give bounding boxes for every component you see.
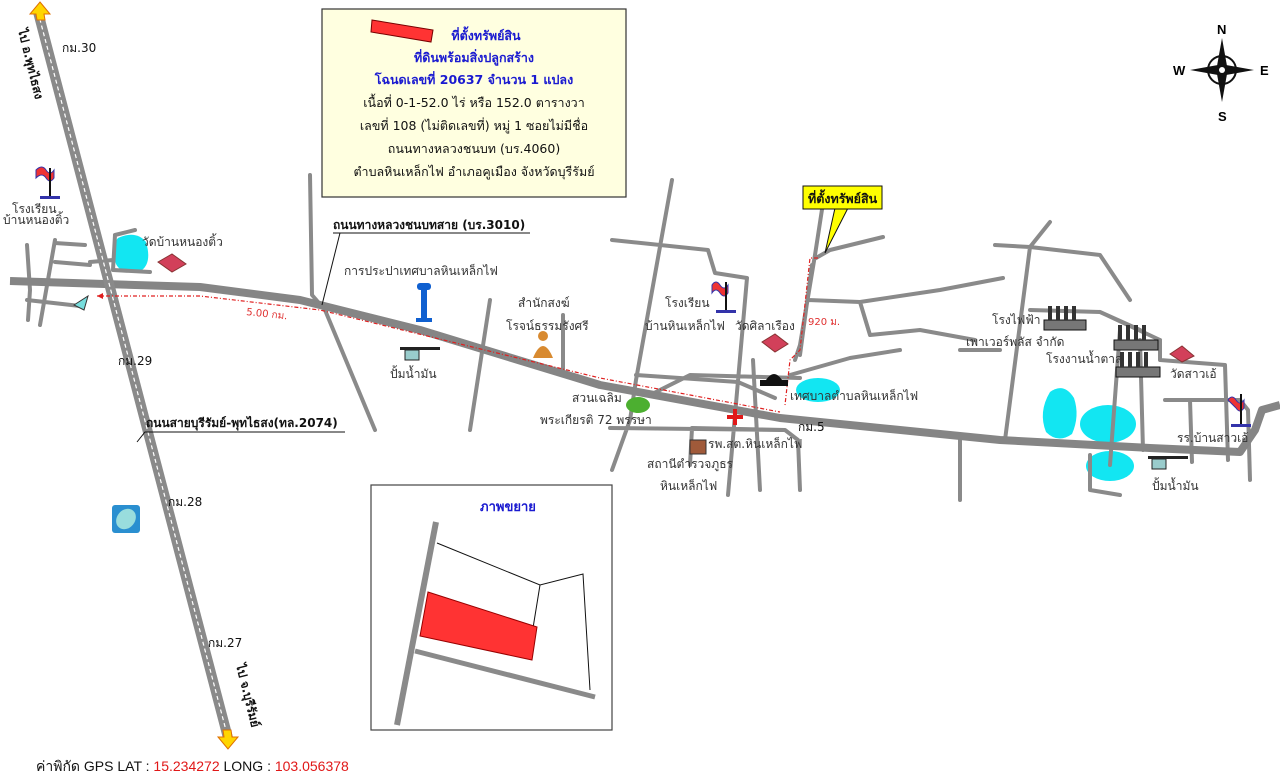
factory-icon [1043, 306, 1087, 331]
park-icon [626, 397, 650, 413]
callout-label: ที่ตั้งทรัพย์สิน [808, 189, 878, 206]
place-label: สถานีตำรวจภูธร [647, 457, 734, 472]
gps-coordinates: ค่าพิกัด GPS LAT : 15.234272 LONG : 103.… [36, 756, 349, 778]
road-label: ถนนสายบุรีรัมย์-พุทไธสง(ทล.2074) [146, 415, 338, 431]
property-parcel [419, 591, 538, 661]
route-main [97, 295, 781, 413]
legend-line: ถนนทางหลวงชนบท (บร.4060) [388, 141, 560, 156]
police-icon [689, 439, 707, 455]
school-flag-icon [711, 281, 736, 313]
place-label: ปั้มน้ำมัน [1152, 477, 1199, 493]
place-label: บ้านหนองติ้ว [3, 211, 69, 227]
temple-icon [1169, 345, 1195, 363]
legend-line: เนื้อที่ 0-1-52.0 ไร่ หรือ 152.0 ตารางวา [363, 93, 584, 110]
factory-icon [1115, 352, 1161, 378]
place-label: เพาเวอร์พลัส จำกัด [966, 335, 1064, 349]
distance-label: 5.00 กม. [246, 307, 288, 322]
place-label: วัดศิลาเรือง [735, 319, 795, 333]
place-label: ปั้มน้ำมัน [390, 365, 437, 381]
place-label: สำนักสงฆ์ [518, 296, 570, 310]
lake [113, 234, 149, 272]
distance-label: 920 ม. [808, 317, 840, 328]
direction-label: ไป จ.บุรีรัมย์ [232, 660, 264, 729]
junction-marker-icon [72, 294, 89, 311]
legend-line: ตำบลหินเหล็กไฟ อำเภอคูเมือง จังหวัดบุรีร… [353, 164, 594, 180]
km-marker: กม.29 [118, 354, 152, 368]
road-label: ถนนทางหลวงชนบทสาย (บร.3010) [333, 218, 525, 232]
gps-long: 103.056378 [274, 758, 349, 774]
compass-s: S [1218, 109, 1227, 124]
leader-line [321, 232, 341, 306]
compass-icon: N S W E [1173, 22, 1269, 124]
place-label: รร.บ้านสาวเอ้ [1177, 431, 1248, 445]
km-markers: กม.30 กม.29 กม.28 กม.27 กม.5 [62, 41, 825, 650]
local-roads [25, 173, 1252, 502]
temple-icon [157, 253, 187, 273]
place-label: สวนเฉลิม [572, 391, 622, 405]
place-label: วัดบ้านหนองติ้ว [142, 233, 223, 249]
parcel-icon [370, 19, 434, 43]
km-marker: กม.5 [798, 420, 825, 434]
gps-long-label: LONG : [223, 758, 271, 774]
compass-n: N [1217, 22, 1226, 37]
place-label: พระเกียรติ 72 พรรษา [540, 413, 652, 427]
lake [1042, 388, 1077, 439]
place-label: วัดสาวเอ้ [1170, 367, 1217, 381]
lake [796, 378, 840, 402]
km-marker: กม.28 [168, 495, 202, 509]
buddha-icon [533, 331, 553, 358]
place-label: การประปาเทศบาลหินเหล็กไฟ [344, 263, 498, 278]
school-flag-icon [1227, 394, 1251, 427]
gps-label: ค่าพิกัด GPS LAT : [36, 758, 150, 774]
lake [1080, 405, 1136, 443]
place-label: โรงไฟฟ้า [992, 313, 1041, 327]
school-flag-icon [35, 166, 60, 199]
place-label: โรจน์ธรรมรังศรี [506, 319, 589, 333]
legend-title: ที่ตั้งทรัพย์สิน [451, 26, 521, 43]
property-callout: ที่ตั้งทรัพย์สิน [802, 185, 883, 254]
place-label: บ้านหินเหล็กไฟ [645, 318, 725, 333]
km-marker: กม.27 [208, 636, 242, 650]
hospital-cross-icon [727, 409, 743, 425]
legend-line: โฉนดเลขที่ 20637 จำนวน 1 แปลง [374, 71, 573, 87]
inset-title: ภาพขยาย [480, 500, 536, 515]
arrow-south-icon [216, 729, 240, 750]
arrow-north-icon [28, 1, 52, 21]
highway-2074 [33, 10, 233, 740]
compass-e: E [1260, 63, 1269, 78]
government-building-icon [760, 374, 788, 386]
bank-logo-icon [112, 505, 140, 533]
place-label: โรงเรียน [12, 202, 57, 216]
inset-map: ภาพขยาย [370, 484, 613, 731]
place-label: โรงงานน้ำตาล [1046, 350, 1122, 366]
place-label: เทศบาลตำบลหินเหล็กไฟ [790, 388, 918, 403]
road-br3010 [9, 277, 1280, 456]
gas-station-icon [400, 347, 440, 361]
water-tower-icon [416, 283, 432, 322]
place-label: หินเหล็กไฟ [660, 478, 717, 493]
legend-line: เลขที่ 108 (ไม่ติดเลขที่) หมู่ 1 ซอยไม่ม… [360, 117, 588, 134]
legend-box: ที่ตั้งทรัพย์สิน ที่ดินพร้อมสิ่งปลูกสร้า… [321, 8, 627, 198]
legend-line: ที่ดินพร้อมสิ่งปลูกสร้าง [414, 49, 534, 66]
temple-icon [761, 333, 789, 353]
place-label: รพ.สต.หินเหล็กไฟ [708, 436, 802, 451]
gas-station-icon [1148, 456, 1188, 470]
route-spur [784, 257, 818, 406]
factory-icon [1113, 325, 1159, 351]
km-marker: กม.30 [62, 41, 96, 55]
place-label: โรงเรียน [665, 296, 710, 310]
gps-lat: 15.234272 [153, 758, 220, 774]
compass-w: W [1173, 63, 1186, 78]
